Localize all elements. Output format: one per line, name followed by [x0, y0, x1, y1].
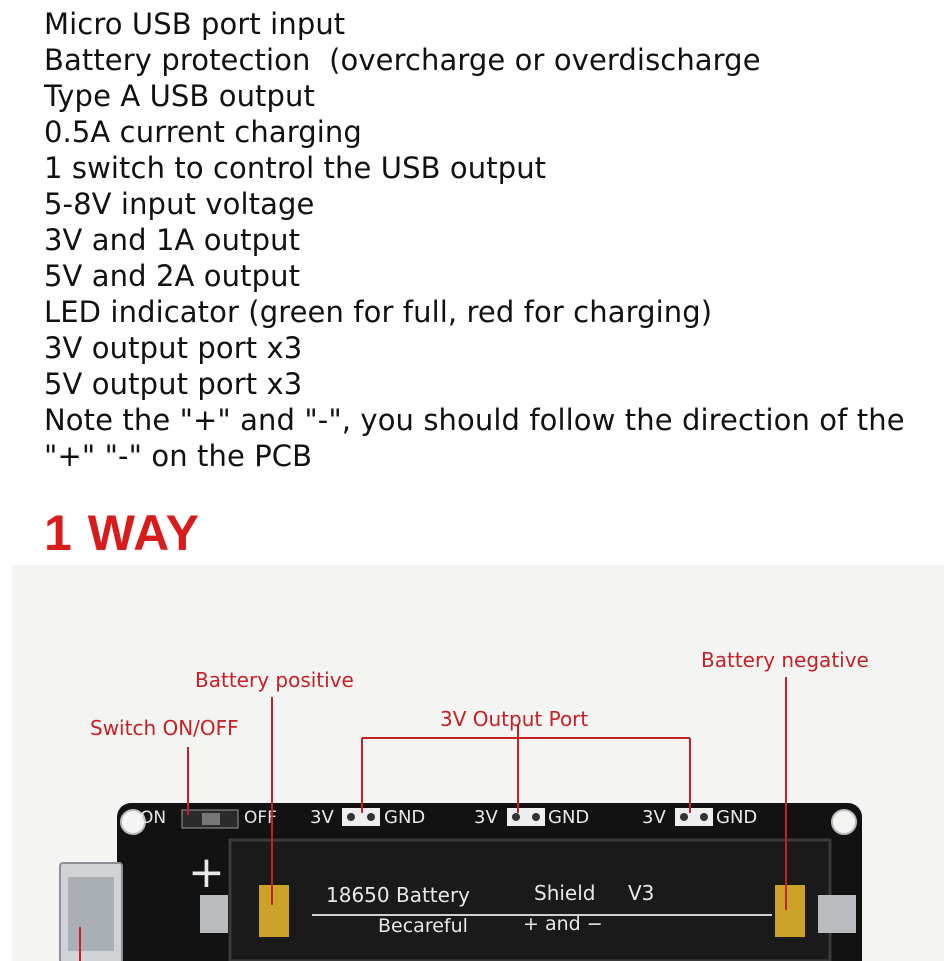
on-label: ON — [140, 808, 166, 828]
silk-battery: 18650 Battery — [326, 883, 470, 907]
callout-battery-negative: Battery negative — [701, 648, 869, 672]
callout-switch: Switch ON/OFF — [90, 716, 239, 740]
silk-becareful: Becareful — [378, 915, 468, 937]
gnd-label: GND — [548, 807, 589, 828]
section-heading: 1 WAY — [44, 505, 201, 561]
battery-negative-terminal — [775, 885, 805, 937]
spec-item: 0.5A current charging — [44, 115, 362, 149]
gnd-label: GND — [384, 807, 425, 828]
pcb-illustration: ON OFF 3V GND 3V GND 3V GND + 18650 Batt… — [59, 677, 862, 961]
silk-polarity: + and − — [523, 913, 603, 935]
spec-item: 1 switch to control the USB output — [44, 151, 547, 185]
spec-item: 5V output port x3 — [44, 367, 303, 401]
spec-item: 3V output port x3 — [44, 331, 303, 365]
output-port-pins — [342, 808, 380, 826]
spec-item: Battery protection (overcharge or overdi… — [44, 43, 761, 77]
spec-item: 5-8V input voltage — [44, 187, 315, 221]
port-label: 3V — [310, 807, 334, 828]
spec-item: 3V and 1A output — [44, 223, 301, 257]
spec-item: 5V and 2A output — [44, 259, 301, 293]
spec-item: Micro USB port input — [44, 7, 346, 41]
output-port-pins — [675, 808, 713, 826]
mount-hole — [120, 809, 146, 835]
silk-version: V3 — [628, 881, 654, 905]
port-label: 3V — [474, 807, 498, 828]
spec-note: Note the "+" and "-", you should follow … — [44, 403, 905, 473]
callout-output-port: 3V Output Port — [440, 707, 589, 731]
plus-sign: + — [188, 847, 225, 898]
off-label: OFF — [244, 808, 277, 828]
battery-holder — [228, 838, 832, 961]
callout-lines — [79, 677, 787, 961]
output-port-pins — [507, 808, 545, 826]
mount-hole — [831, 809, 857, 835]
gnd-label: GND — [716, 807, 757, 828]
callout-battery-positive: Battery positive — [195, 668, 354, 692]
silk-shield: Shield — [534, 881, 595, 905]
spec-item: LED indicator (green for full, red for c… — [44, 295, 713, 329]
product-photo: ON OFF 3V GND 3V GND 3V GND + 18650 Batt… — [12, 565, 944, 961]
spec-item: Type A USB output — [44, 79, 315, 113]
port-label: 3V — [642, 807, 666, 828]
spec-list: Micro USB port input Battery protection … — [44, 6, 924, 474]
battery-positive-terminal — [259, 885, 289, 937]
